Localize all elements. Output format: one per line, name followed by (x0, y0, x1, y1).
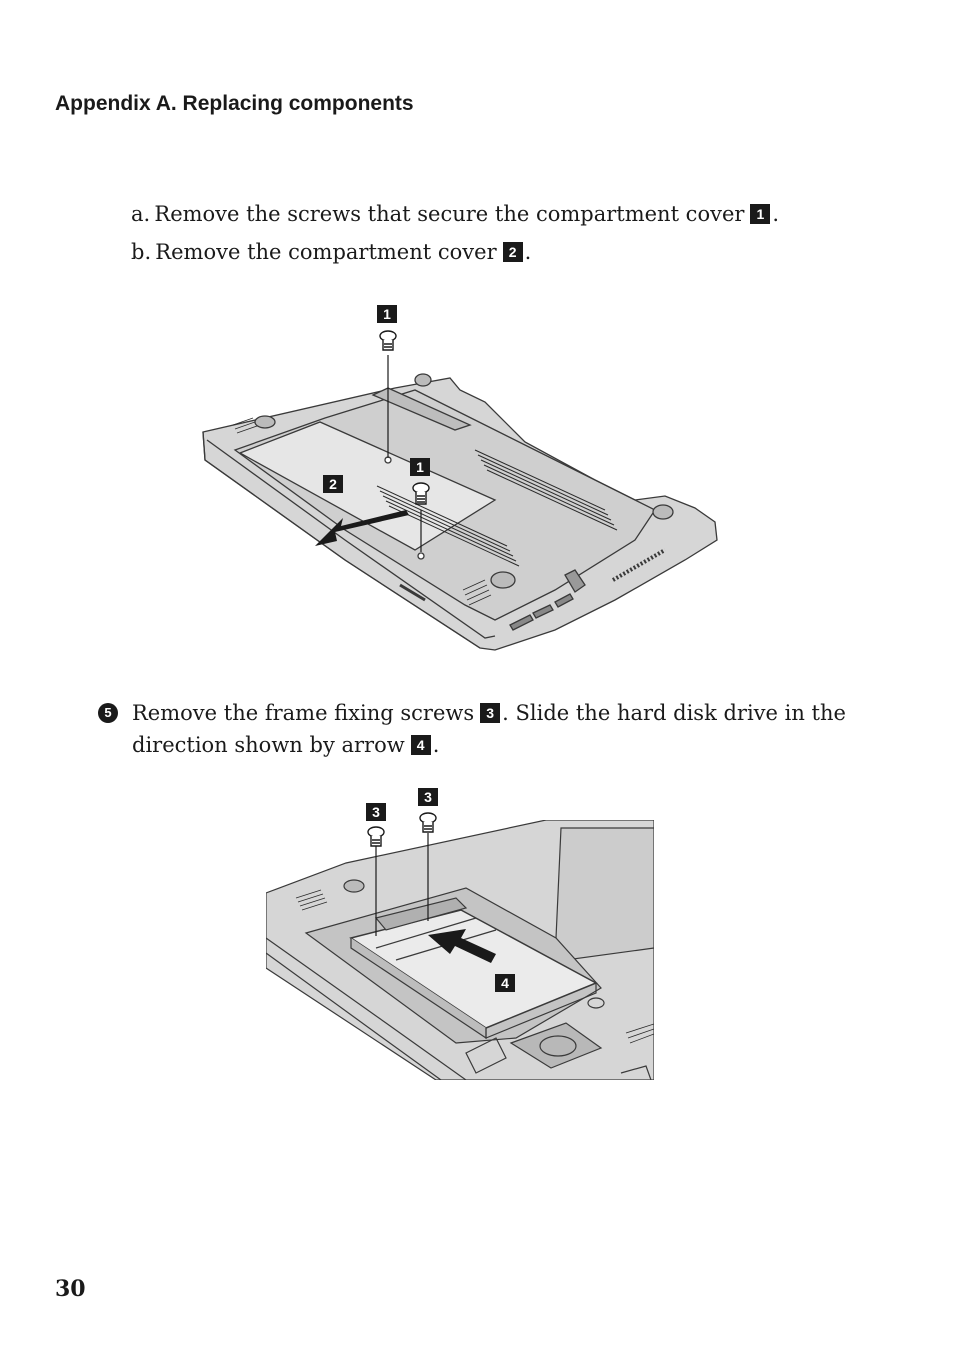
step-5-text-line2: direction shown by arrow (132, 733, 405, 757)
laptop-bottom-illustration: 1 1 2 (202, 305, 718, 651)
figure-hdd-slide: 3 3 4 (266, 788, 656, 1088)
step-a-end: . (772, 202, 780, 226)
callout-badge-3: 3 (480, 703, 501, 723)
svg-text:4: 4 (501, 975, 509, 991)
step-a: a. Remove the screws that secure the com… (131, 198, 779, 230)
svg-text:3: 3 (372, 804, 380, 820)
step-a-text: a. Remove the screws that secure the com… (131, 202, 745, 226)
screw-icon (412, 482, 430, 505)
callout-label: 3 (418, 788, 438, 806)
section-heading: Appendix A. Replacing components (55, 92, 414, 115)
figure-laptop-bottom: 1 1 2 (195, 300, 735, 665)
screw-icon (379, 330, 397, 351)
step-b-text: b. Remove the compartment cover (131, 240, 497, 264)
callout-label: 2 (323, 475, 343, 493)
svg-text:1: 1 (383, 306, 391, 322)
callout-label: 3 (366, 803, 386, 821)
slide-direction-arrow-icon (428, 929, 496, 963)
svg-text:3: 3 (424, 789, 432, 805)
screw-icon (367, 826, 385, 847)
callout-badge-4: 4 (410, 735, 431, 755)
step-b-end: . (524, 240, 532, 264)
callout-badge-2: 2 (502, 242, 523, 262)
step-5-text: Remove the frame fixing screws (132, 701, 475, 725)
callout-label: 4 (495, 974, 515, 992)
page-number: 30 (55, 1276, 86, 1302)
slide-direction-arrow-icon (315, 510, 409, 546)
step-number-badge: 5 (98, 703, 118, 723)
svg-text:2: 2 (329, 476, 337, 492)
svg-text:1: 1 (416, 459, 424, 475)
step-5-end: . (432, 733, 440, 757)
hdd-illustration: 3 3 4 (266, 788, 654, 1080)
callout-label: 1 (410, 458, 430, 476)
step-5-text-cont: . Slide the hard disk drive in the (502, 701, 846, 725)
callout-label: 1 (377, 305, 397, 323)
screw-icon (419, 812, 437, 833)
callout-badge-1: 1 (750, 204, 771, 224)
